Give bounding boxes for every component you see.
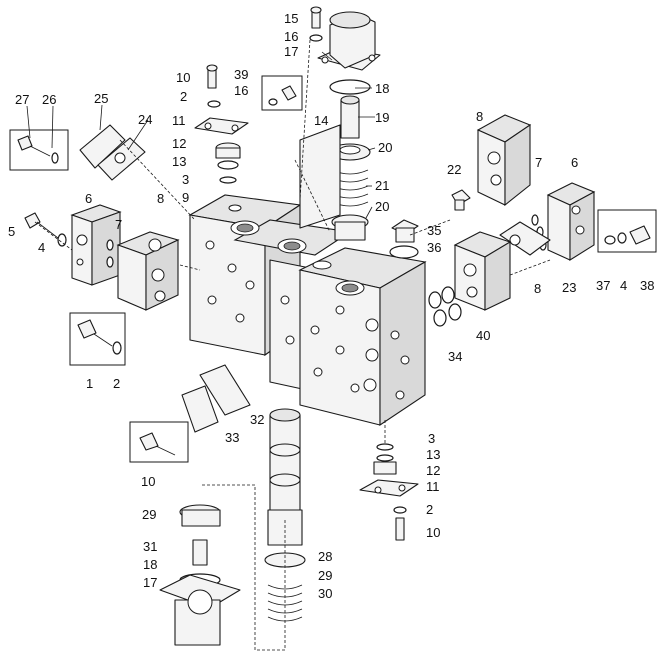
callout-40: 40 [476,328,490,343]
callout-4b: 4 [620,278,627,293]
callout-18: 18 [375,81,389,96]
callout-32: 32 [250,412,264,427]
bolt-box-lower-left [69,312,126,366]
callout-12: 12 [172,136,186,151]
right-parts [389,114,657,327]
callout-labels: 15 16 17 18 19 20 21 20 14 10 2 11 12 13… [8,11,654,601]
callout-23: 23 [562,280,576,295]
callout-16b: 16 [234,83,248,98]
callout-9: 9 [182,190,189,205]
callout-25: 25 [94,91,108,106]
valve-body [188,194,427,427]
callout-6b: 6 [571,155,578,170]
callout-4: 4 [38,240,45,255]
top-cap-assembly [299,6,381,241]
callout-37: 37 [596,278,610,293]
callout-36: 36 [427,240,441,255]
callout-17: 17 [284,44,298,59]
callout-10: 10 [176,70,190,85]
callout-10b: 10 [141,474,155,489]
callout-2c: 2 [426,502,433,517]
callout-2: 2 [180,89,187,104]
callout-6: 6 [85,191,92,206]
callout-15: 15 [284,11,298,26]
callout-8: 8 [157,191,164,206]
callout-16: 16 [284,29,298,44]
leader-lines [26,39,551,651]
callout-33: 33 [225,430,239,445]
callout-19: 19 [375,110,389,125]
callout-7: 7 [115,217,122,232]
callout-31: 31 [143,539,157,554]
callout-35: 35 [427,223,441,238]
callout-1: 1 [86,376,93,391]
callout-2b: 2 [113,376,120,391]
callout-3b: 3 [428,431,435,446]
upper-middle-parts [194,64,303,184]
callout-18b: 18 [143,557,157,572]
callout-11b: 11 [426,479,440,494]
callout-13b: 13 [426,447,440,462]
callout-8b: 8 [476,109,483,124]
callout-3: 3 [182,172,189,187]
callout-39: 39 [234,67,248,82]
callout-21: 21 [375,178,389,193]
callout-17b: 17 [143,575,157,590]
callout-20b: 20 [375,199,389,214]
callout-38: 38 [640,278,654,293]
callout-11: 11 [172,113,186,128]
callout-27: 27 [15,92,29,107]
callout-24: 24 [138,112,152,127]
callout-30: 30 [318,586,332,601]
callout-14: 14 [314,113,328,128]
callout-12b: 12 [426,463,440,478]
left-parts [9,124,180,311]
callout-29: 29 [142,507,156,522]
callout-20: 20 [378,140,392,155]
callout-7b: 7 [535,155,542,170]
callout-13: 13 [172,154,186,169]
callout-22: 22 [447,162,461,177]
lower-parts [129,364,419,646]
callout-8c: 8 [534,281,541,296]
callout-34: 34 [448,349,462,364]
callout-26: 26 [42,92,56,107]
callout-28: 28 [318,549,332,564]
callout-10c: 10 [426,525,440,540]
callout-29b: 29 [318,568,332,583]
callout-5: 5 [8,224,15,239]
